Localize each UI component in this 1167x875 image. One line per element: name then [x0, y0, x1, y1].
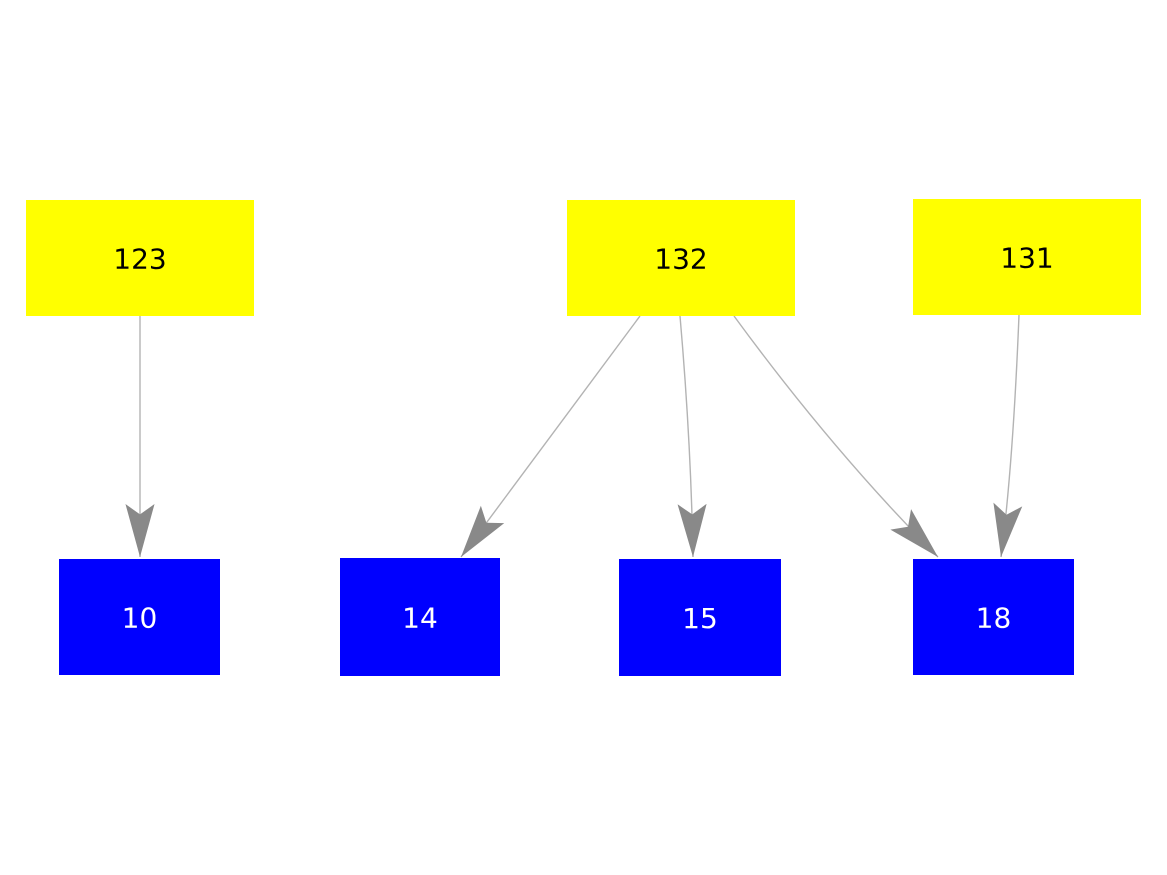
- node-10-box: [59, 559, 220, 675]
- node-131-box: [913, 199, 1141, 315]
- node-18-box: [913, 559, 1074, 675]
- node-131-label: 131: [1000, 242, 1053, 275]
- edge-131-18: [993, 314, 1023, 558]
- edge-132-18: [733, 315, 939, 558]
- node-123-label: 123: [113, 243, 166, 276]
- node-15: 15: [619, 559, 781, 676]
- node-14: 14: [340, 558, 500, 676]
- node-18-label: 18: [976, 602, 1012, 635]
- node-14-label: 14: [402, 602, 438, 635]
- edge-132-14: [460, 315, 641, 558]
- node-131: 131: [913, 199, 1141, 315]
- node-123-box: [26, 200, 254, 316]
- node-18: 18: [913, 559, 1074, 675]
- node-123: 123: [26, 200, 254, 316]
- node-10-label: 10: [122, 602, 158, 635]
- node-15-label: 15: [682, 602, 718, 635]
- node-14-box: [340, 558, 500, 676]
- edge-132-15: [677, 315, 707, 558]
- node-132: 132: [567, 200, 795, 316]
- node-132-box: [567, 200, 795, 316]
- node-132-label: 132: [654, 243, 707, 276]
- node-10: 10: [59, 559, 220, 675]
- node-15-box: [619, 559, 781, 676]
